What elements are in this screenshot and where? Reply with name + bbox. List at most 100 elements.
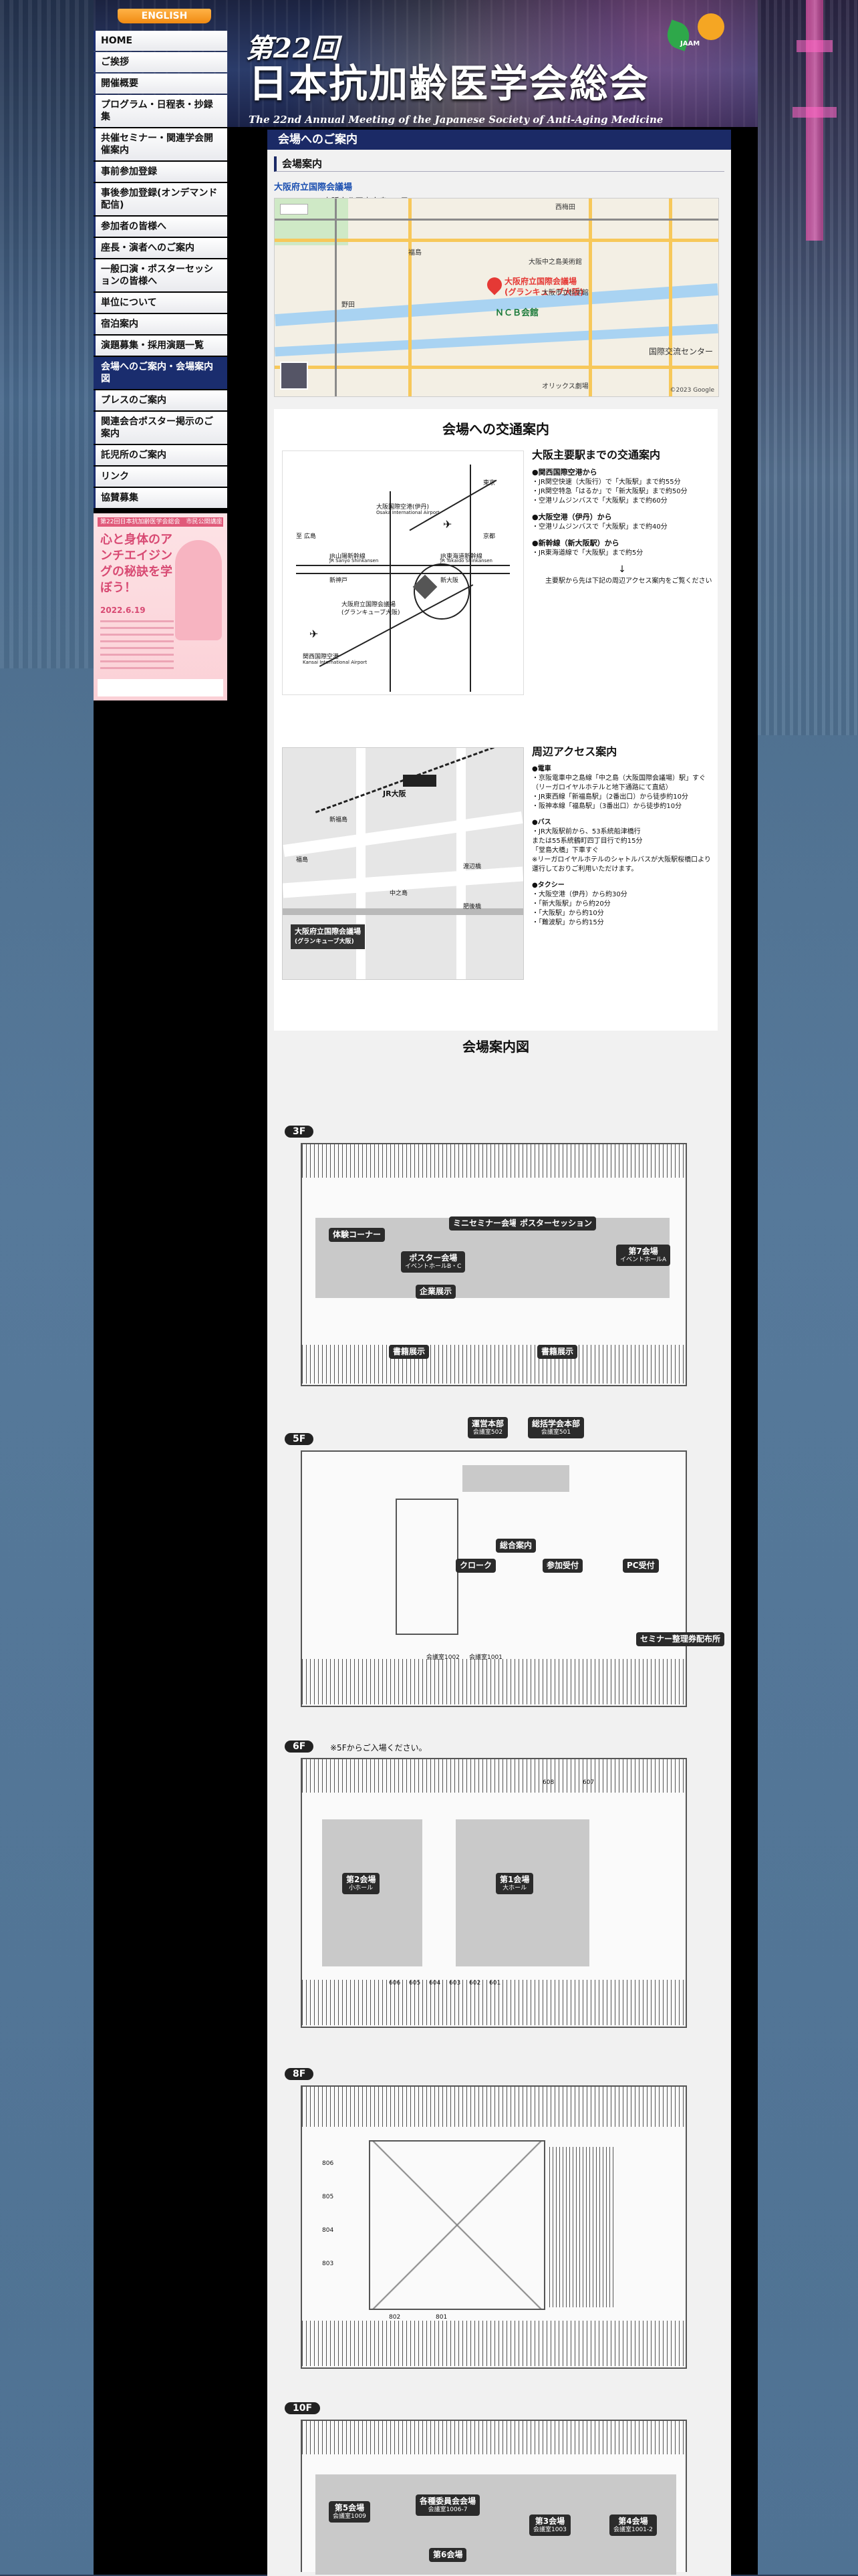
google-map[interactable]: 大阪府立国際会議場 (グランキューブ大阪) 大阪中之島美術館 ＮＣＢ会館 大阪市… xyxy=(274,198,719,397)
area-river xyxy=(283,908,523,915)
room-number: 603 xyxy=(449,1980,461,1986)
direction-line: ・JR東西線「新福島駅」（2番出口）から徒歩約10分 xyxy=(532,793,688,801)
sidebar-item-post-registration[interactable]: 事後参加登録(オンデマンド配信) xyxy=(94,183,227,215)
sidebar-item-participants[interactable]: 参加者の皆様へ xyxy=(94,217,227,237)
jaam-logo: JAAM xyxy=(663,13,727,55)
map-view-larger-button[interactable] xyxy=(280,204,308,215)
sidebar-item-greeting[interactable]: ご挨拶 xyxy=(94,52,227,72)
direction-line: ・京阪電車中之島線「中之島（大阪国際会議場）駅」すぐ xyxy=(532,775,706,782)
map-road xyxy=(408,199,412,396)
banner-illustration xyxy=(175,540,222,640)
room-label: ポスターセッション xyxy=(520,1218,593,1228)
jr-osaka-station xyxy=(403,775,436,787)
map-road xyxy=(669,199,672,396)
direction-line: ・「大阪駅」から約10分 xyxy=(532,910,604,917)
room-number: 806 xyxy=(322,2160,334,2167)
area-label: 新福島 xyxy=(329,817,348,823)
venue-name-link[interactable]: 大阪府立国際会議場 xyxy=(274,182,353,192)
diagram-label: JR山陽新幹線 xyxy=(329,553,366,560)
room-number: 604 xyxy=(429,1980,441,1986)
room-sublabel: 小ホール xyxy=(349,1885,374,1892)
public-lecture-banner[interactable]: 第22回日本抗加齢医学会総会 市民公開講座 心と身体のアンチエイジングの秘訣を学… xyxy=(94,513,227,700)
group-head: ●新幹線（新大阪駅）から xyxy=(532,539,619,547)
banner-details xyxy=(100,620,174,674)
map-road xyxy=(275,366,718,369)
diagram-label: 大阪府立国際会議場 xyxy=(341,602,396,608)
sidebar-item-seminars[interactable]: 共催セミナー・関連学会開催案内 xyxy=(94,128,227,160)
room-label: 第7会場 xyxy=(628,1247,658,1256)
plan-stairs xyxy=(302,1144,686,1178)
diagram-label: 関西国際空港 xyxy=(303,654,339,660)
plan-stairs xyxy=(302,1659,686,1704)
sidebar-item-home[interactable]: HOME xyxy=(94,31,227,51)
room-sublabel: 会議室1009 xyxy=(333,2513,366,2520)
map-pin-icon[interactable] xyxy=(484,274,505,295)
map-label: 大阪市立科学館 xyxy=(542,289,589,297)
direction-line: ・JR関空特急「はるか」で「新大阪駅」まで約50分 xyxy=(532,488,688,495)
meeting-number: 第22回 xyxy=(246,33,339,64)
diagram-label: Kansai International Airport xyxy=(303,660,368,665)
room-number: 803 xyxy=(322,2261,334,2267)
sidebar-item-childcare[interactable]: 託児所のご案内 xyxy=(94,445,227,465)
room-number: 606 xyxy=(389,1980,401,1986)
sidebar-item-pre-registration[interactable]: 事前参加登録 xyxy=(94,162,227,182)
floor-8f: 8F 806 805 804 803 802 801 xyxy=(274,2068,718,2382)
sidebar-item-links[interactable]: リンク xyxy=(94,467,227,487)
plan-main-hall-balcony xyxy=(369,2140,545,2310)
english-button[interactable]: ENGLISH xyxy=(118,9,211,23)
sidebar-item-press[interactable]: プレスのご案内 xyxy=(94,390,227,410)
sidebar-item-program[interactable]: プログラム・日程表・抄録集 xyxy=(94,95,227,127)
rail-line xyxy=(390,491,391,692)
direction-line: （リーガロイヤルホテルと地下通路にて直結） xyxy=(532,784,672,791)
banner-top-text: 第22回日本抗加齢医学会総会 市民公開講座 xyxy=(98,517,223,527)
sidebar-item-credits[interactable]: 単位について xyxy=(94,293,227,313)
direction-line: ・「新大阪駅」から約20分 xyxy=(532,900,611,908)
site-title[interactable]: 日本抗加齢医学会総会 xyxy=(249,61,650,106)
area-label: 中之島 xyxy=(390,890,408,897)
map-road xyxy=(589,199,592,396)
room-3: 第3会場会議室1003 xyxy=(529,2515,571,2536)
room-book-exhibit: 書籍展示 xyxy=(389,1345,430,1359)
venue-badge-line: (グランキューブ大阪) xyxy=(295,938,354,945)
room-sublabel: 会議室502 xyxy=(472,1429,503,1436)
map-rail xyxy=(275,219,718,221)
section-heading: 会場案内 xyxy=(274,156,724,172)
diagram-label: 至 広島 xyxy=(296,533,316,540)
map-label: オリックス劇場 xyxy=(542,383,589,390)
plan-stairs xyxy=(302,1759,686,1793)
room-experience-corner: 体験コーナー xyxy=(329,1228,386,1242)
room-number: 802 xyxy=(389,2314,401,2321)
sidebar-item-oral-poster[interactable]: 一般口演・ポスターセッションの皆様へ xyxy=(94,259,227,291)
banner-footer xyxy=(98,679,223,696)
room-label: 各種委員会会場 xyxy=(420,2496,476,2506)
floor-plan-8f: 806 805 804 803 802 801 xyxy=(301,2085,687,2369)
floor-3f: 3F 体験コーナー ミニセミナー会場 ポスターセッション 第7会場イベントホール… xyxy=(274,1126,718,1406)
map-label: 野田 xyxy=(341,301,355,309)
direction-line: ・空港リムジンバスで「大阪駅」まで約40分 xyxy=(532,523,668,531)
room-label: 第1会場 xyxy=(500,1875,530,1884)
sidebar-item-accommodation[interactable]: 宿泊案内 xyxy=(94,314,227,334)
plan-stairs xyxy=(302,2421,686,2454)
room-poster: ポスター会場イベントホールB・C xyxy=(401,1251,466,1273)
sidebar-item-chairs-speakers[interactable]: 座長・演者へのご案内 xyxy=(94,238,227,258)
direction-line: ・JR関空快速（大阪行）で「大阪駅」まで約55分 xyxy=(532,479,681,486)
plan-stairs xyxy=(302,1980,686,2025)
map-label: 国際交流センター xyxy=(649,347,714,356)
room-sublabel: イベントホールB・C xyxy=(405,1263,462,1270)
access-section: 会場への交通案内 大阪国際空港(伊丹) Osaka International … xyxy=(274,409,718,1031)
sidebar-item-venue[interactable]: 会場へのご案内・会場案内図 xyxy=(94,357,227,389)
directions-group: ●電車 ・京阪電車中之島線「中之島（大阪国際会議場）駅」すぐ （リーガロイヤルホ… xyxy=(532,765,712,811)
area-road xyxy=(283,811,523,857)
area-label: 渡辺橋 xyxy=(463,864,482,870)
sidebar-item-abstracts[interactable]: 演題募集・採用演題一覧 xyxy=(94,336,227,356)
directions-group: ●関西国際空港から ・JR関空快速（大阪行）で「大阪駅」まで約55分 ・JR関空… xyxy=(532,468,712,506)
sidebar-item-sponsorship[interactable]: 協賛募集 xyxy=(94,488,227,508)
map-satellite-toggle[interactable] xyxy=(280,362,308,390)
room-sublabel: 会議室1001-2 xyxy=(613,2527,653,2533)
area-directions-title: 周辺アクセス案内 xyxy=(532,745,617,758)
plan-stairs xyxy=(302,1345,686,1384)
room-cloak: クローク xyxy=(456,1559,496,1573)
sidebar-item-related-posters[interactable]: 関連会合ポスター掲示のご案内 xyxy=(94,412,227,444)
sidebar-item-overview[interactable]: 開催概要 xyxy=(94,74,227,94)
floor-tag-5f: 5F xyxy=(285,1433,314,1445)
